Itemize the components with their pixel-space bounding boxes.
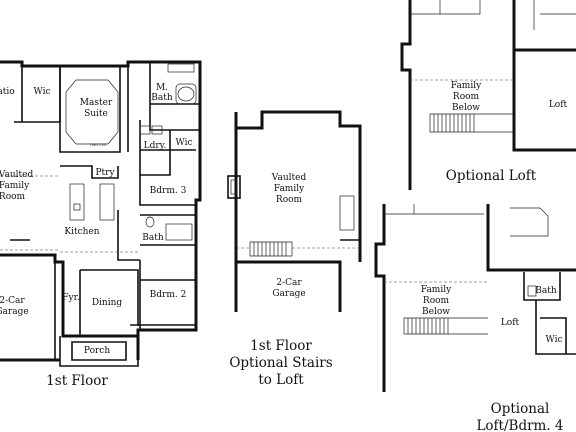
- room-label-garage-1: 2-Car: [0, 296, 25, 306]
- loft-room-label-room: Room: [453, 92, 480, 102]
- room-label-m-bath: Bath: [151, 93, 173, 103]
- room-label-wic: Wic: [33, 87, 50, 97]
- first-floor-plan: [0, 60, 202, 367]
- stairs-room-label-garage-2: Garage: [272, 289, 305, 299]
- stairs-room-label-garage-1: 2-Car: [276, 278, 302, 288]
- room-label-garage-2: Garage: [0, 307, 29, 317]
- loft-bdrm-room-label-family: Family: [421, 285, 452, 295]
- loft-bdrm-room-label-below: Below: [422, 307, 450, 317]
- caption-optional-1: Optional: [491, 401, 550, 417]
- room-label-dining: Dining: [92, 298, 123, 308]
- stairs-room-label-vaulted: Vaulted: [271, 173, 307, 183]
- room-label-bedroom-3: Bdrm. 3: [150, 186, 187, 196]
- room-label-bedroom-2: Bdrm. 2: [150, 290, 187, 300]
- room-label-room: Room: [0, 192, 26, 202]
- room-label-master: Master: [80, 98, 113, 108]
- room-label-porch: Porch: [84, 346, 110, 356]
- loft-room-label-below: Below: [452, 103, 480, 113]
- caption-optional-loft: Optional Loft: [446, 168, 537, 184]
- loft-bdrm-room-label-bath: Bath: [535, 286, 557, 296]
- caption-optional-2: Loft/Bdrm. 4: [476, 418, 563, 432]
- room-label-foyer: Fyr.: [62, 293, 80, 303]
- loft-bdrm-room-label-wic: Wic: [545, 335, 562, 345]
- room-label-family: Family: [0, 181, 30, 191]
- tray-ceiling-note: TRAY CLG: [89, 143, 107, 147]
- loft-bdrm-room-label-loft: Loft: [501, 318, 520, 328]
- loft-room-label-loft: Loft: [549, 100, 568, 110]
- caption-stairs-2: Optional Stairs: [229, 355, 332, 371]
- caption-first-floor: 1st Floor: [46, 373, 108, 389]
- room-label-patio: atio: [0, 87, 15, 97]
- stairs-room-label-room: Room: [276, 195, 303, 205]
- room-label-pantry: Ptry: [95, 168, 115, 178]
- caption-stairs-1: 1st Floor: [250, 338, 312, 354]
- stairs-room-label-family: Family: [274, 184, 305, 194]
- loft-room-label-family: Family: [451, 81, 482, 91]
- room-label-suite: Suite: [84, 109, 108, 119]
- optional-loft-plan: [400, 0, 576, 190]
- room-label-m: M.: [156, 83, 168, 93]
- caption-stairs-3: to Loft: [258, 372, 304, 388]
- optional-loft-bedroom-plan: [374, 204, 576, 392]
- room-label-bath: Bath: [142, 233, 164, 243]
- room-label-laundry: Ldry.: [144, 141, 167, 151]
- room-label-vaulted: Vaulted: [0, 170, 33, 180]
- room-label-wic-hall: Wic: [175, 138, 192, 148]
- room-label-kitchen: Kitchen: [64, 227, 99, 237]
- first-floor-exterior-walls: [0, 60, 202, 362]
- optional-stairs-plan: [227, 110, 362, 312]
- loft-bdrm-room-label-room: Room: [423, 296, 450, 306]
